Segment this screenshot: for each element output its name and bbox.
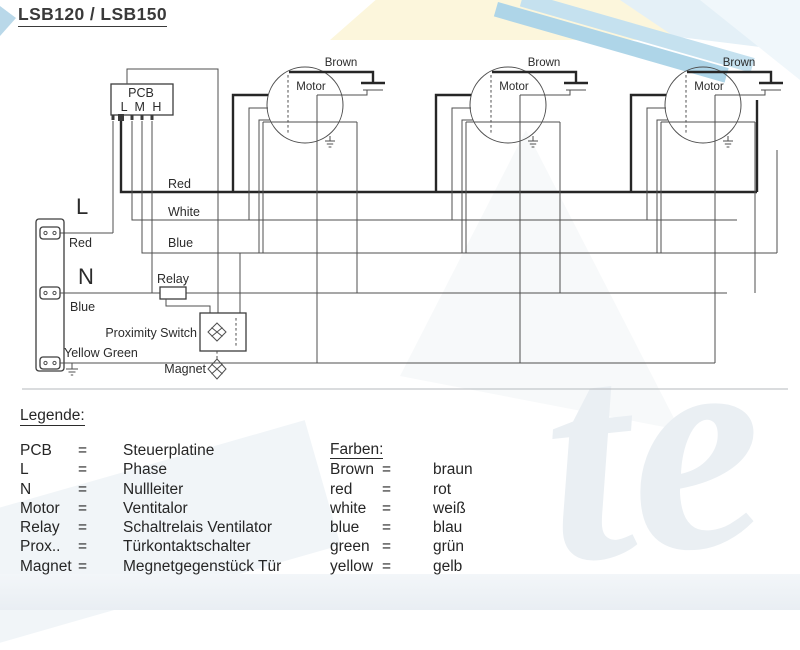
magnet-icon [207,358,227,380]
terminal-wire-label-yellow-green: Yellow Green [64,346,138,360]
watermark-bottom-band [0,574,800,610]
motor-2-label: Motor [499,81,529,93]
capacitor-icon [361,81,385,91]
color-value: grün [433,538,465,556]
color-name: red [330,480,353,498]
legend-term: Prox.. [20,538,61,556]
legend-def: Megnetgegenstück Tür [123,557,282,575]
motor-3: Motor Brown [629,57,783,363]
legend-heading: Legende: [20,407,85,426]
motor-3-label: Motor [694,81,724,93]
legend-def: Phase [123,461,167,479]
color-name: yellow [330,557,374,575]
motor-1: Motor Brown [231,57,385,363]
ground-icon [723,136,733,148]
legend-def: Schaltrelais Ventilator [123,519,273,537]
capacitor-icon [564,81,588,91]
bus-label-white: White [168,205,200,219]
terminal-wire-label-blue: Blue [70,300,95,314]
motor-2: Motor Brown [434,57,588,363]
pcb-label: PCB [128,86,154,100]
wiring-diagram: PCB L M H Red White Blue L Red N Blue Ye… [22,57,788,390]
wire-blue-bus [141,121,778,254]
ground-icon [325,136,335,148]
pcb-pins-label: L M H [121,100,164,114]
motor-1-wire-label: Brown [325,57,358,69]
wire-red-bus [119,100,759,194]
bus-label-red: Red [168,177,191,191]
color-value: braun [433,461,473,479]
legend-term: L [20,461,29,479]
relay-box [159,286,187,300]
legend-eq: = [78,519,88,537]
terminal-wire-label-red: Red [69,236,92,250]
color-eq: = [382,538,392,556]
legend-def: Steuerplatine [123,442,215,459]
sensor-icon [207,322,227,342]
colors-heading: Farben: [330,441,384,459]
legend-term: N [20,480,32,498]
color-value: gelb [433,557,463,575]
capacitor-icon [759,81,783,91]
legend-term: Relay [20,519,60,537]
ground-icon [66,363,78,376]
color-value: blau [433,519,463,537]
pcb-box: PCB L M H [110,83,174,121]
color-eq: = [382,557,392,575]
magnet-label: Magnet [164,362,206,376]
motor-3-wire-label: Brown [723,57,756,69]
legend-eq: = [78,538,88,556]
legend-term: PCB [20,442,52,459]
legend-def: Türkontaktschalter [123,538,251,556]
wire-relay-to-switch [165,299,211,313]
page-title: LSB120 / LSB150 [18,4,167,27]
relay-label: Relay [157,272,190,286]
motor-2-wire-label: Brown [528,57,561,69]
legend-term: Magnet [20,557,72,575]
color-name: blue [330,519,360,537]
legend-term: Motor [20,499,60,517]
color-name: green [330,538,370,556]
legend-eq: = [78,499,88,517]
color-eq: = [382,499,392,517]
terminal-block [35,218,65,372]
legend-eq: = [78,442,88,459]
proximity-switch [199,312,247,352]
color-eq: = [382,519,392,537]
bus-label-blue: Blue [168,236,193,250]
legend-eq: = [78,461,88,479]
color-value: weiß [433,499,466,517]
color-value: rot [433,480,452,498]
legend-eq: = [78,557,88,575]
legend-def: Nullleiter [123,480,184,498]
wire-l-to-pcb [60,121,114,234]
wire-white-bus [131,121,737,221]
color-eq: = [382,480,392,498]
motor-1-label: Motor [296,81,326,93]
color-name: white [330,499,367,517]
color-name: Brown [330,461,374,479]
ground-icon [528,136,538,148]
proximity-switch-label: Proximity Switch [105,326,197,340]
color-eq: = [382,461,392,479]
terminal-label-n: N [78,264,94,289]
legend-def: Ventitalor [123,499,188,517]
terminal-label-l: L [76,194,88,219]
legend-eq: = [78,480,88,498]
